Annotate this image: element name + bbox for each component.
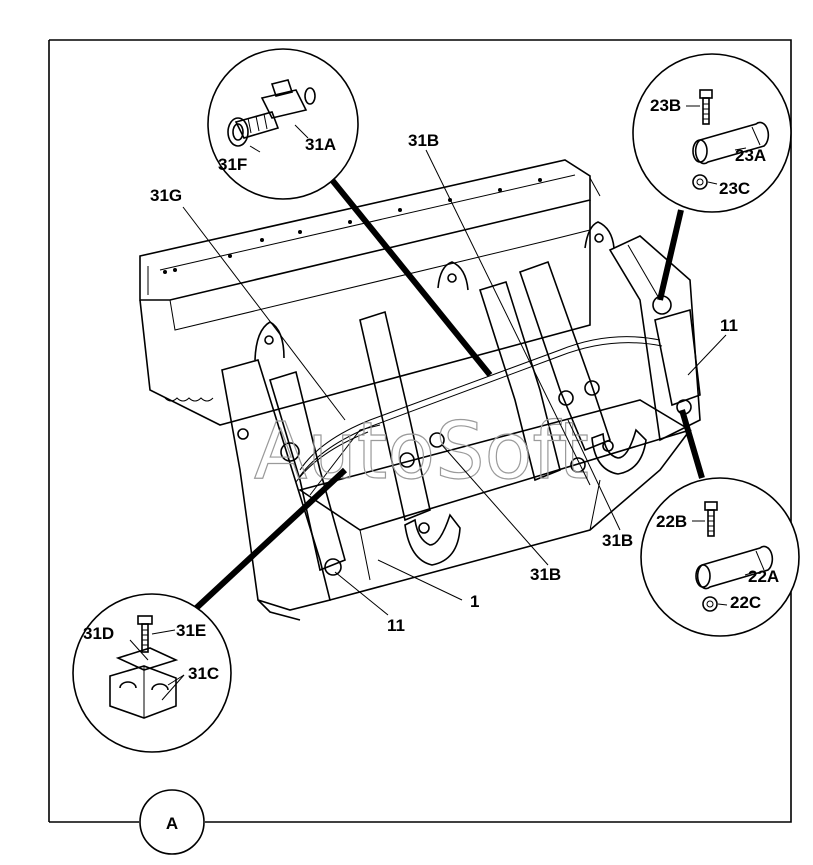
detail-circle-fitting	[207, 48, 359, 200]
callout-31E: 31E	[176, 621, 206, 640]
detail-circle-outline	[72, 593, 232, 753]
callout-22B: 22B	[656, 512, 687, 531]
callout-22C: 22C	[730, 593, 761, 612]
detail-circle-pin-upper	[632, 53, 792, 213]
view-label: A	[166, 814, 178, 833]
detail-circle-clamp	[72, 593, 232, 753]
callout-11-left: 11	[387, 616, 405, 635]
callout-23C: 23C	[719, 179, 750, 198]
watermark-text: AutoSoft	[254, 407, 589, 497]
lifting-lugs	[254, 221, 615, 361]
callout-31B-mid: 31B	[530, 565, 561, 584]
callout-22A: 22A	[748, 567, 779, 586]
detail-circle-outline	[207, 48, 359, 200]
callout-31C: 31C	[188, 664, 219, 683]
callout-labels: 31G 31B 31B 31B 11 11 1 31A 31F 23B 23A …	[83, 96, 779, 683]
hydraulic-hoses	[295, 336, 663, 496]
detail-pointers	[189, 173, 705, 615]
view-label-circle	[139, 789, 205, 855]
callout-23B: 23B	[650, 96, 681, 115]
figure-frame	[49, 39, 792, 823]
callout-31D: 31D	[83, 624, 114, 643]
callout-31B-top: 31B	[408, 131, 439, 150]
detail-circle-outline	[640, 477, 800, 637]
callout-1: 1	[470, 592, 479, 611]
callout-31B-right: 31B	[602, 531, 633, 550]
detail-circle-pin-lower	[640, 477, 800, 637]
callout-23A: 23A	[735, 146, 766, 165]
callout-31A: 31A	[305, 135, 336, 154]
callout-31G: 31G	[150, 186, 182, 205]
callout-31F: 31F	[218, 155, 247, 174]
rail-holes	[163, 178, 542, 274]
callout-11-right: 11	[720, 316, 738, 335]
bucket-body	[139, 159, 701, 621]
detail-circle-outline	[632, 53, 792, 213]
leader-lines	[182, 149, 727, 616]
quick-hitch-brackets	[237, 260, 647, 576]
